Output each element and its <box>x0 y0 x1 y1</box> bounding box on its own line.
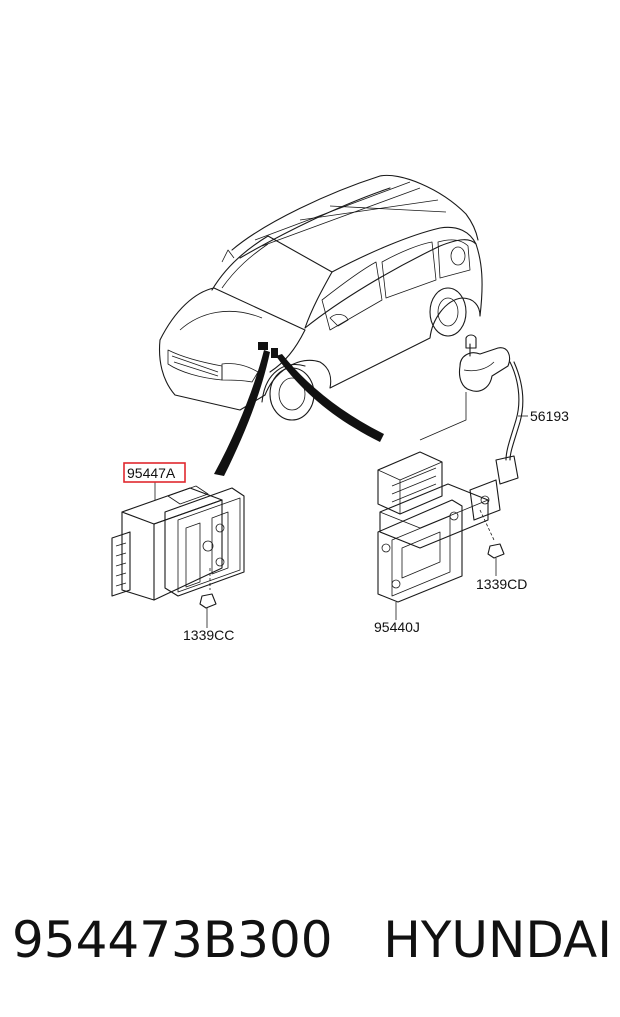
highlight-box <box>123 462 186 483</box>
callout-1339CC[interactable]: 1339CC <box>183 627 234 643</box>
callout-95447A[interactable]: 95447A <box>127 465 176 481</box>
control-module-right <box>377 451 505 612</box>
part-caption: 954473B300 HYUNDAI <box>12 905 612 975</box>
vehicle-illustration <box>158 174 483 421</box>
brand-name: HYUNDAI <box>383 911 612 969</box>
parts-diagram: 95447A 1339CC 56193 95440J 1339CD <box>111 174 569 643</box>
callout-56193[interactable]: 56193 <box>530 408 569 424</box>
leader-arrow-right <box>276 354 384 442</box>
control-module-left <box>111 482 245 624</box>
callout-1339CD[interactable]: 1339CD <box>476 576 527 592</box>
callout-95440J[interactable]: 95440J <box>374 619 420 635</box>
part-number: 954473B300 <box>12 911 333 969</box>
leader-arrow-left <box>214 350 270 476</box>
yaw-sensor <box>419 334 528 485</box>
